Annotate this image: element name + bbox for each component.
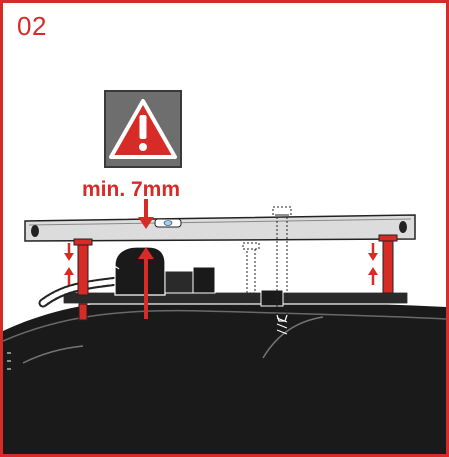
dashed-screw: [242, 242, 260, 294]
exclamation-dot: [139, 143, 147, 151]
exclamation-bar: [139, 115, 147, 139]
warning-sign: [104, 90, 182, 168]
bolt-shaft-outline: [276, 214, 288, 316]
bolt-head-outline: [272, 206, 292, 216]
bolt-threads: [276, 317, 288, 335]
left-arrow-down-icon: [64, 253, 74, 261]
screw-shaft-outline: [246, 248, 256, 294]
clearance-arrow-up-icon: [138, 247, 154, 259]
motor-connector-1: [164, 270, 194, 294]
level-end-cap-left: [31, 225, 39, 237]
roof-curve-right: [262, 316, 324, 359]
installation-diagram: min. 7mm: [3, 90, 446, 454]
roof-curve-left: [22, 345, 84, 364]
edge-ticks: [7, 352, 11, 370]
right-support-post: [382, 234, 394, 294]
left-support-post: [77, 238, 89, 296]
left-support-head: [73, 238, 93, 246]
roof-highlight: [3, 309, 446, 342]
hose-ribs: [40, 278, 121, 306]
left-support: [64, 238, 93, 321]
left-arrow-up-icon: [64, 267, 74, 275]
right-support: [368, 234, 398, 294]
motor-pipe: [102, 265, 120, 274]
motor-housing: [114, 246, 166, 296]
level-edge-line: [28, 218, 412, 226]
level-end-cap-right: [399, 221, 407, 233]
screw-head-outline: [242, 242, 260, 250]
clearance-indicator: [138, 199, 154, 319]
base-plate-bracket: [260, 289, 284, 307]
vehicle-roof: [3, 298, 446, 454]
clearance-arrow-down-icon: [138, 217, 154, 229]
step-number: 02: [17, 11, 47, 41]
hose: [38, 276, 123, 308]
motor-connector-2: [192, 266, 216, 294]
right-support-head: [378, 234, 398, 242]
roof-shape: [3, 298, 446, 454]
level-body: [24, 214, 416, 242]
left-support-foot: [78, 303, 88, 321]
right-arrow-up-icon: [368, 267, 378, 275]
motor-unit: [102, 246, 216, 296]
clearance-label: min. 7mm: [82, 178, 180, 201]
dashed-bolt: [272, 206, 292, 335]
spirit-level: [24, 214, 416, 242]
level-bubble: [163, 220, 173, 226]
right-arrow-down-icon: [368, 253, 378, 261]
